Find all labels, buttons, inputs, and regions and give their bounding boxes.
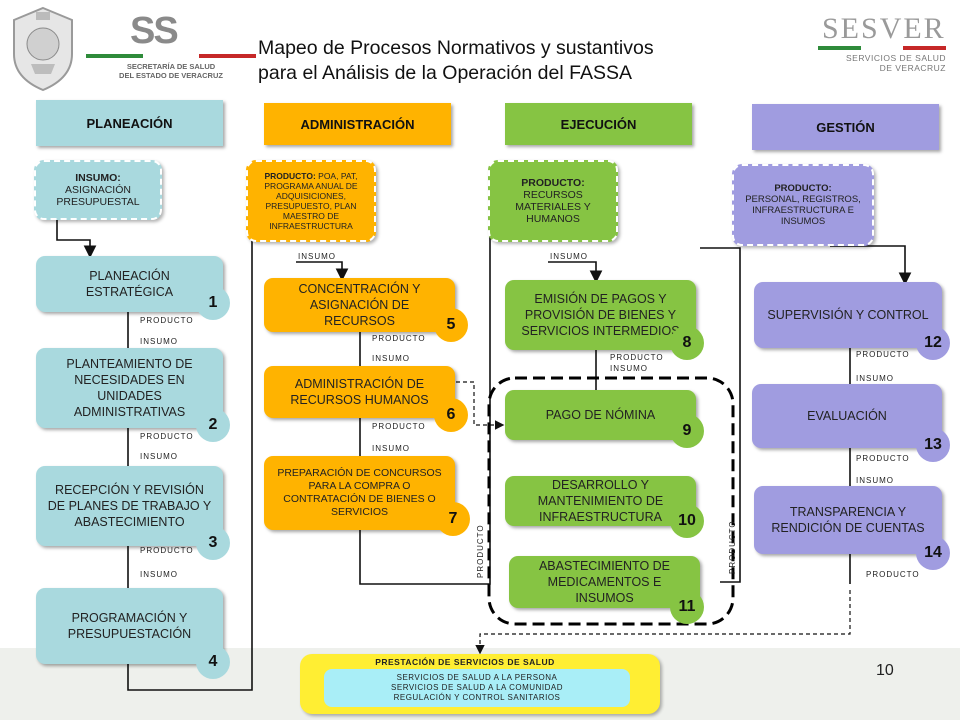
flow-label-insumo: INSUMO [610, 364, 648, 373]
process-number-12: 12 [916, 326, 950, 360]
process-box-4: PROGRAMACIÓN Y PRESUPUESTACIÓN [36, 588, 223, 664]
process-box-7: PREPARACIÓN DE CONCURSOS PARA LA COMPRA … [264, 456, 455, 530]
flow-label-producto: PRODUCTO [610, 353, 664, 362]
process-number-5: 5 [434, 308, 468, 342]
final-output-item: SERVICIOS DE SALUD A LA PERSONA [396, 673, 558, 682]
flow-label-insumo: INSUMO [140, 570, 178, 579]
final-output-title: PRESTACIÓN DE SERVICIOS DE SALUD [375, 657, 555, 667]
process-number-9: 9 [670, 414, 704, 448]
process-box-13: EVALUACIÓN [752, 384, 942, 448]
veracruz-seal-logo [6, 4, 80, 94]
sesver-logo-rule [818, 46, 947, 50]
process-box-10: DESARROLLO Y MANTENIMIENTO DE INFRAESTRU… [505, 476, 696, 526]
process-label: DESARROLLO Y MANTENIMIENTO DE INFRAESTRU… [537, 478, 664, 524]
process-label: PAGO DE NÓMINA [545, 408, 656, 422]
flow-label-producto: PRODUCTO [140, 432, 194, 441]
page-title: Mapeo de Procesos Normativos y sustantiv… [258, 37, 654, 84]
process-number-8: 8 [670, 326, 704, 360]
flow-label-insumo: INSUMO [372, 354, 410, 363]
process-box-11: ABASTECIMIENTO DE MEDICAMENTOS E INSUMOS [509, 556, 700, 608]
process-box-1: PLANEACIÓN ESTRATÉGICA [36, 256, 223, 312]
ss-logo-rule [86, 54, 257, 58]
process-box-14: TRANSPARENCIA Y RENDICIÓN DE CUENTAS [754, 486, 942, 554]
process-label: PLANTEAMIENTO DE NECESIDADES EN UNIDADES… [66, 357, 193, 419]
flow-label-insumo: INSUMO [550, 252, 588, 261]
process-number-6: 6 [434, 398, 468, 432]
flow-label-producto: PRODUCTO [866, 570, 920, 579]
process-box-6: ADMINISTRACIÓN DE RECURSOS HUMANOS [264, 366, 455, 418]
final-output-list: SERVICIOS DE SALUD A LA PERSONA SERVICIO… [324, 669, 630, 707]
flow-label-producto: PRODUCTO [856, 350, 910, 359]
process-label: CONCENTRACIÓN Y ASIGNACIÓN DE RECURSOS [298, 282, 421, 328]
input-box-administracion: PRODUCTO: POA, PAT, PROGRAMA ANUAL DE AD… [246, 160, 376, 242]
process-number-2: 2 [196, 408, 230, 442]
process-box-2: PLANTEAMIENTO DE NECESIDADES EN UNIDADES… [36, 348, 223, 428]
input-body: ASIGNACIÓN PRESUPUESTAL [56, 184, 140, 208]
process-number-1: 1 [196, 286, 230, 320]
ss-logo: SS [130, 10, 179, 52]
flow-label-producto-vertical: PRODUCTO [728, 520, 737, 574]
input-head: PRODUCTO: [521, 177, 585, 189]
flow-label-producto: PRODUCTO [372, 422, 426, 431]
input-box-gestion: PRODUCTO: PERSONAL, REGISTROS, INFRAESTR… [732, 164, 874, 246]
flow-label-producto-vertical: PRODUCTO [476, 524, 485, 578]
process-number-14: 14 [916, 536, 950, 570]
process-label: TRANSPARENCIA Y RENDICIÓN DE CUENTAS [771, 505, 925, 535]
page-number: 10 [876, 662, 894, 679]
input-head: PRODUCTO: [774, 183, 832, 194]
process-number-4: 4 [196, 645, 230, 679]
flow-label-producto: PRODUCTO [140, 316, 194, 325]
flow-label-insumo: INSUMO [298, 252, 336, 261]
process-label: PLANEACIÓN ESTRATÉGICA [85, 269, 174, 299]
column-header-planeacion: PLANEACIÓN [36, 100, 223, 146]
process-label: EMISIÓN DE PAGOS Y PROVISIÓN DE BIENES Y… [521, 292, 680, 338]
process-label: RECEPCIÓN Y REVISIÓN DE PLANES DE TRABAJ… [47, 483, 212, 529]
process-number-3: 3 [196, 526, 230, 560]
process-label: PROGRAMACIÓN Y PRESUPUESTACIÓN [67, 611, 192, 641]
sesver-logo: SESVER [822, 12, 946, 45]
process-label: ADMINISTRACIÓN DE RECURSOS HUMANOS [290, 377, 429, 407]
input-body: RECURSOS MATERIALES Y HUMANOS [515, 189, 591, 225]
final-output-item: REGULACIÓN Y CONTROL SANITARIOS [393, 693, 561, 702]
process-box-3: RECEPCIÓN Y REVISIÓN DE PLANES DE TRABAJ… [36, 466, 223, 546]
process-box-9: PAGO DE NÓMINA [505, 390, 696, 440]
input-box-planeacion: INSUMO: ASIGNACIÓN PRESUPUESTAL [34, 160, 162, 220]
input-head: INSUMO: [75, 172, 121, 184]
column-header-gestion: GESTIÓN [752, 104, 939, 150]
column-header-administracion: ADMINISTRACIÓN [264, 103, 451, 145]
process-label: SUPERVISIÓN Y CONTROL [767, 308, 929, 322]
process-label: PREPARACIÓN DE CONCURSOS PARA LA COMPRA … [277, 467, 442, 518]
process-box-12: SUPERVISIÓN Y CONTROL [754, 282, 942, 348]
column-header-ejecucion: EJECUCIÓN [505, 103, 692, 145]
flow-label-producto: PRODUCTO [140, 546, 194, 555]
input-head: PRODUCTO: [264, 171, 316, 181]
input-body: POA, PAT, PROGRAMA ANUAL DE ADQUISICIONE… [264, 171, 358, 231]
ss-logo-subtitle: SECRETARÍA DE SALUD DEL ESTADO DE VERACR… [119, 62, 223, 80]
flow-label-producto: PRODUCTO [856, 454, 910, 463]
input-body: PERSONAL, REGISTROS, INFRAESTRUCTURA E I… [745, 194, 861, 227]
process-label: ABASTECIMIENTO DE MEDICAMENTOS E INSUMOS [538, 559, 671, 605]
sesver-logo-subtitle: SERVICIOS DE SALUD DE VERACRUZ [845, 53, 946, 73]
flow-label-insumo: INSUMO [372, 444, 410, 453]
flow-label-insumo: INSUMO [856, 476, 894, 485]
input-box-ejecucion: PRODUCTO: RECURSOS MATERIALES Y HUMANOS [488, 160, 618, 242]
flow-label-producto: PRODUCTO [372, 334, 426, 343]
final-output-item: SERVICIOS DE SALUD A LA COMUNIDAD [391, 683, 563, 692]
process-box-5: CONCENTRACIÓN Y ASIGNACIÓN DE RECURSOS [264, 278, 455, 332]
process-label: EVALUACIÓN [807, 409, 887, 423]
process-number-7: 7 [436, 502, 470, 536]
process-number-10: 10 [670, 504, 704, 538]
process-number-11: 11 [670, 590, 704, 624]
process-box-8: EMISIÓN DE PAGOS Y PROVISIÓN DE BIENES Y… [505, 280, 696, 350]
flow-label-insumo: INSUMO [140, 452, 178, 461]
flow-label-insumo: INSUMO [140, 337, 178, 346]
flow-label-insumo: INSUMO [856, 374, 894, 383]
process-number-13: 13 [916, 428, 950, 462]
final-output-box: PRESTACIÓN DE SERVICIOS DE SALUD SERVICI… [300, 654, 660, 714]
